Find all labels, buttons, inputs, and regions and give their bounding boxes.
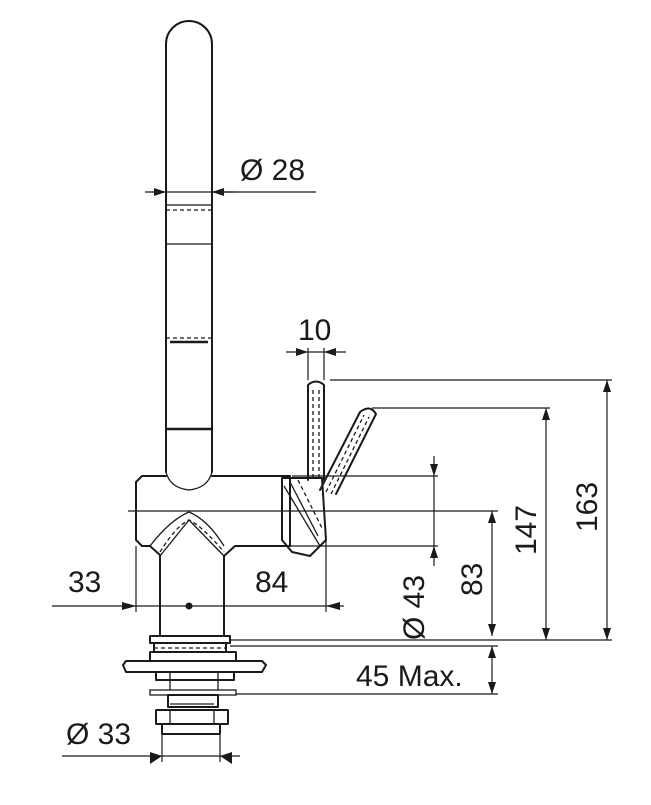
dim-base-diameter: Ø 33	[62, 718, 240, 764]
lever-vertical	[307, 380, 325, 481]
lever-tilted	[319, 407, 377, 495]
label-spout-diameter: Ø 28	[240, 154, 305, 187]
dim-height-147: 147	[372, 407, 550, 640]
spout-tube	[165, 20, 213, 473]
dim-height-83: 83	[456, 511, 496, 636]
label-height-163: 163	[571, 482, 604, 532]
base-ring	[149, 635, 231, 644]
lever-cartridge	[281, 477, 327, 557]
label-body-diameter: Ø 43	[398, 575, 431, 640]
label-height-147: 147	[510, 505, 543, 555]
mounting-plate	[122, 660, 267, 673]
dim-spout-diameter: Ø 28	[145, 154, 316, 196]
dim-horizontal-base: 33 84	[52, 540, 344, 612]
fixing-nut	[155, 709, 229, 725]
dim-thickness: 45 Max.	[236, 646, 498, 695]
dim-lever-width: 10	[286, 314, 346, 380]
faucet-outline	[122, 20, 498, 735]
dim-body-diameter: Ø 43	[290, 456, 438, 640]
label-body-right: 84	[255, 566, 288, 599]
label-lever-width: 10	[298, 314, 331, 347]
label-base-diameter: Ø 33	[66, 718, 131, 751]
mixer-body	[135, 475, 291, 637]
label-height-83: 83	[456, 563, 489, 596]
dim-height-163: 163	[330, 379, 612, 640]
label-thickness: 45 Max.	[356, 660, 463, 693]
label-body-left: 33	[68, 566, 101, 599]
threaded-rod	[167, 694, 219, 708]
